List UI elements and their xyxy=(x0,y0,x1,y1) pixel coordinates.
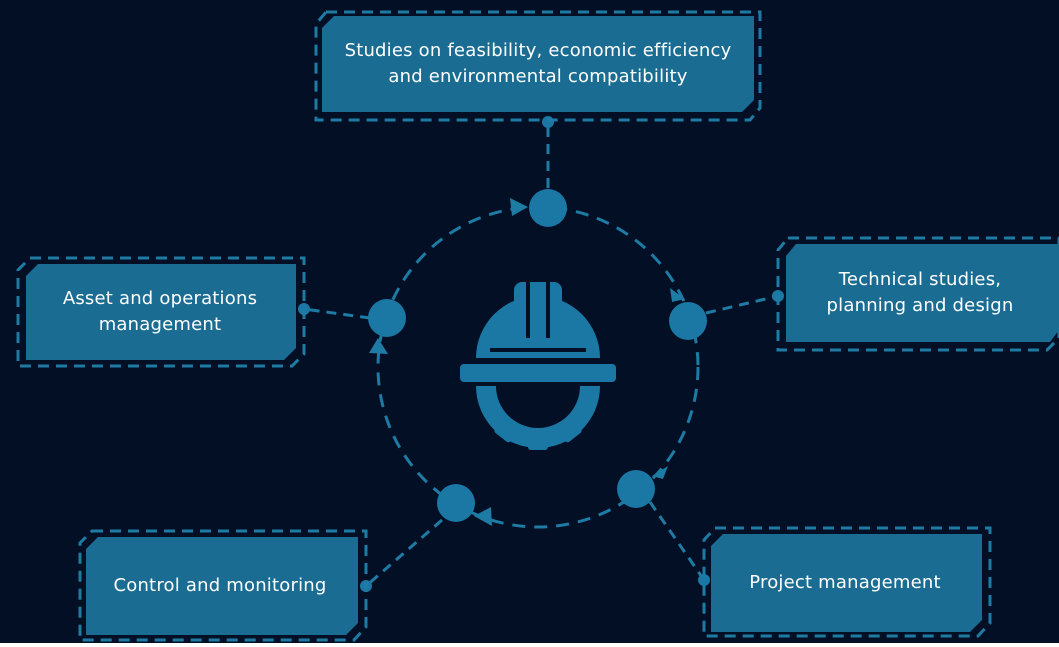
box-fill xyxy=(786,244,1059,342)
box-frame xyxy=(16,256,306,368)
box-fill xyxy=(711,534,982,632)
node-project xyxy=(617,470,655,508)
node-technical xyxy=(669,302,707,340)
cycle-arrows xyxy=(369,198,685,526)
stage-label-asset: Asset and operations management xyxy=(62,288,258,335)
node-asset xyxy=(368,299,406,337)
arrowhead-to-left xyxy=(369,338,388,354)
stage-box-control xyxy=(78,529,368,642)
hard-hat-gear-icon xyxy=(460,282,616,450)
arrowhead-to-bottom-right xyxy=(652,466,668,479)
node-feasibility xyxy=(529,189,567,227)
connector-asset xyxy=(303,307,371,320)
arrowhead-to-top xyxy=(510,198,528,216)
dot-project xyxy=(698,574,710,586)
box-frame xyxy=(776,236,1059,352)
cycle-nodes xyxy=(368,189,707,522)
box-frame xyxy=(78,529,368,642)
connector-dots xyxy=(298,116,784,592)
box-frame xyxy=(314,10,762,122)
box-fill xyxy=(86,537,358,635)
arrowhead-to-bottom-left xyxy=(474,507,492,526)
connectors xyxy=(303,122,779,588)
box-fill xyxy=(26,264,296,360)
stage-box-asset xyxy=(16,256,306,368)
connector-technical xyxy=(705,294,779,315)
stage-label-feasibility: Studies on feasibility, economic efficie… xyxy=(344,40,732,87)
stage-box-feasibility xyxy=(314,10,762,122)
stage-box-project xyxy=(702,526,992,638)
box-frame xyxy=(702,526,992,638)
dot-feasibility xyxy=(542,116,554,128)
stage-label-project: Project management xyxy=(749,572,941,593)
node-control xyxy=(437,484,475,522)
stage-label-technical: Technical studies, planning and design xyxy=(826,269,1014,316)
stage-label-control: Control and monitoring xyxy=(113,575,327,596)
stage-box-technical xyxy=(776,236,1059,352)
box-fill xyxy=(322,16,754,112)
arrowhead-to-right xyxy=(670,288,685,302)
